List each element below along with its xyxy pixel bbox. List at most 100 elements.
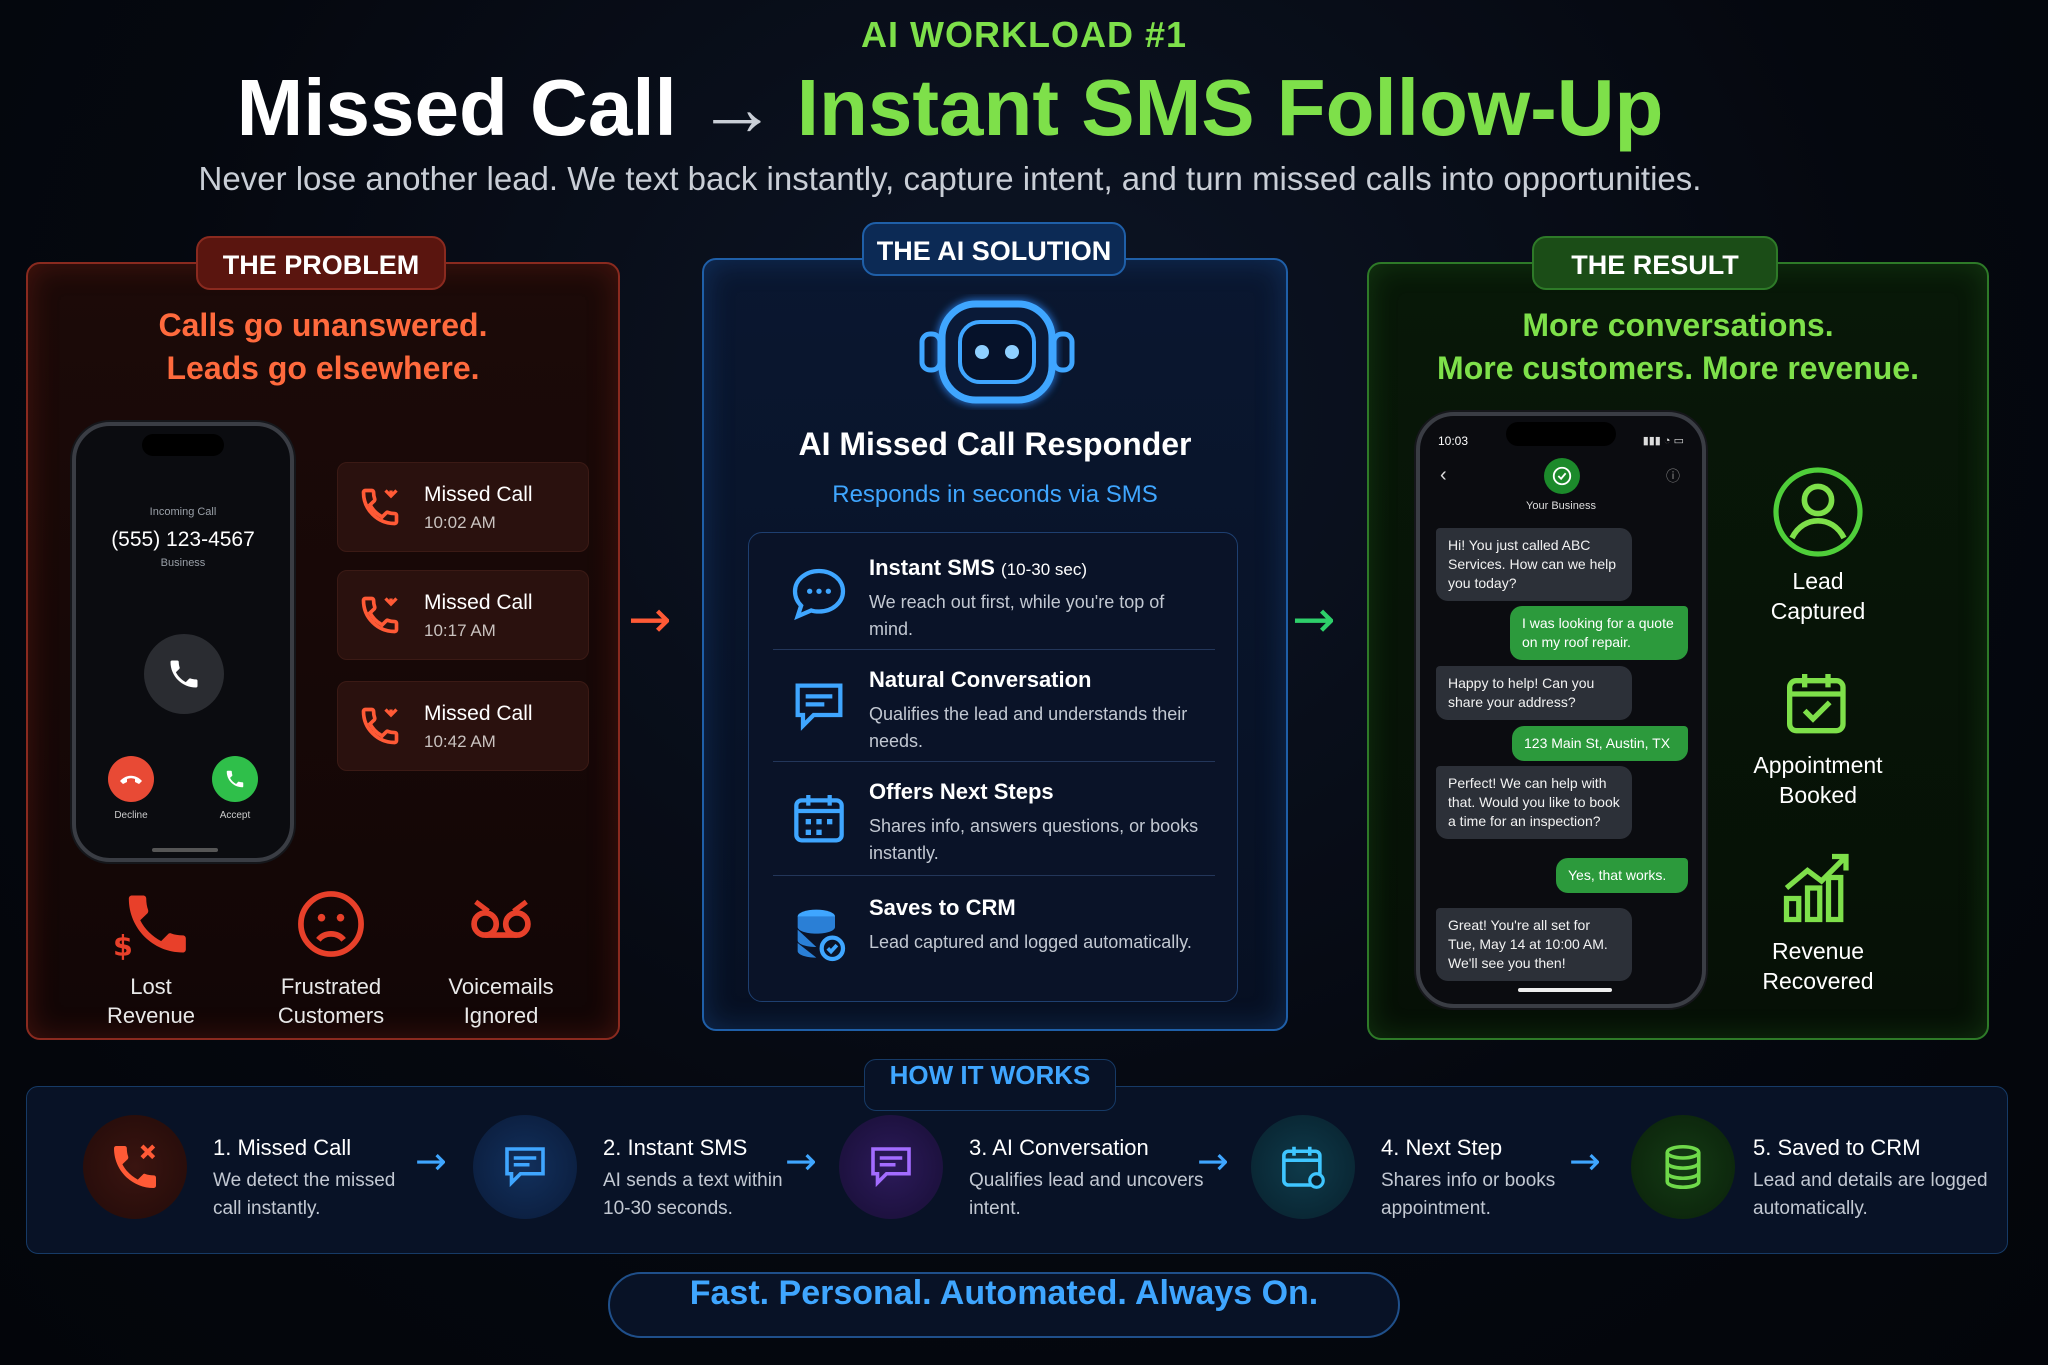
icon-label-2: Booked [1778, 782, 1857, 808]
arrow-right-icon: → [1197, 1139, 1229, 1183]
database-icon [1631, 1115, 1735, 1219]
step-title: 3. AI Conversation [969, 1135, 1149, 1160]
home-indicator [152, 848, 218, 852]
incoming-call-label: Incoming Call [149, 506, 217, 518]
sms-conversation-phone: 10:03 ▮▮▮ ◔ ▭ ‹ ⓘ Your Business Hi! You … [1416, 412, 1706, 1008]
missed-call-title: Missed Call [424, 483, 533, 506]
missed-call-card: Missed Call 10:17 AM [337, 570, 589, 660]
message-icon [795, 683, 843, 731]
solution-item-desc: Shares info, answers questions, or books… [869, 816, 1199, 863]
step-title: 1. Missed Call [213, 1135, 352, 1160]
icon-label-2: Customers [277, 1003, 385, 1028]
arrow-right-icon: → [1569, 1139, 1601, 1183]
result-pill: THE RESULT [1532, 236, 1778, 290]
problem-headline-1: Calls go unanswered. [158, 307, 488, 343]
missed-call-time: 10:02 AM [424, 513, 496, 532]
message-bubble-out: 123 Main St, Austin, TX [1512, 726, 1688, 761]
step-desc: Qualifies lead and uncovers intent. [969, 1170, 1204, 1219]
missed-call-card: Missed Call 10:02 AM [337, 462, 589, 552]
icon-label-2: Recovered [1762, 968, 1874, 994]
accept-label: Accept [219, 810, 251, 821]
message-bubble-in: Perfect! We can help with that. Would yo… [1436, 766, 1632, 839]
incoming-call-phone: Incoming Call (555) 123-4567 Business De… [72, 422, 294, 862]
solution-item-desc: Qualifies the lead and understands their… [869, 704, 1188, 751]
missed-call-title: Missed Call [424, 702, 533, 725]
solution-item-desc: Lead captured and logged automatically. [869, 932, 1192, 952]
missed-call-icon [361, 707, 399, 745]
title-arrow: → [696, 63, 777, 152]
decline-label: Decline [114, 810, 148, 821]
message-bubble-in: Great! You're all set for Tue, May 14 at… [1436, 908, 1632, 981]
solution-title: AI Missed Call Responder [798, 426, 1192, 462]
arrow-right-icon: → [628, 590, 672, 650]
missed-call-time: 10:17 AM [424, 621, 496, 640]
divider [773, 761, 1215, 762]
missed-call-icon [361, 596, 399, 634]
solution-subtitle: Responds in seconds via SMS [832, 481, 1158, 508]
status-time: 10:03 [1438, 434, 1469, 448]
chat-bubble-icon [792, 568, 846, 621]
title-left: Missed Call [236, 63, 677, 152]
how-it-works-bar: 1. Missed Call We detect the missed call… [26, 1086, 2008, 1254]
accept-button[interactable] [212, 756, 258, 802]
phone-notch [1506, 422, 1616, 446]
solution-pill: THE AI SOLUTION [862, 222, 1126, 276]
missed-call-title: Missed Call [424, 591, 533, 614]
page-title: Missed Call→Instant SMS Follow-Up [0, 62, 1900, 154]
step-desc: We detect the missed call instantly. [213, 1170, 396, 1219]
solution-item-title: Natural Conversation [869, 667, 1092, 692]
result-headline: More conversations. More customers. More… [1380, 304, 1976, 390]
message-bubble-in: Hi! You just called ABC Services. How ca… [1436, 528, 1632, 601]
user-icon [1773, 467, 1863, 557]
arrow-right-icon: → [415, 1139, 447, 1183]
signal-battery-icon: ▮▮▮ ◔ ▭ [1642, 435, 1684, 447]
calendar-icon [794, 795, 844, 843]
divider [773, 875, 1215, 876]
growth-chart-icon [1783, 853, 1849, 923]
problem-headline: Calls go unanswered. Leads go elsewhere. [40, 304, 606, 390]
step-title: 2. Instant SMS [603, 1135, 748, 1160]
decline-button[interactable] [108, 756, 154, 802]
robot-icon [919, 299, 1075, 405]
message-bubble-out: Yes, that works. [1556, 858, 1688, 893]
message-bubble-out: I was looking for a quote on my roof rep… [1510, 606, 1688, 660]
solution-item-desc: We reach out first, while you're top of … [869, 592, 1165, 639]
home-indicator [1518, 988, 1612, 992]
missed-call-time: 10:42 AM [424, 732, 496, 751]
problem-voicemails: Voicemails Ignored [420, 886, 582, 1030]
svg-text:$: $ [113, 930, 133, 962]
result-lead-captured: Lead Captured [1720, 464, 1916, 626]
result-revenue-recovered: Revenue Recovered [1720, 846, 1916, 996]
icon-label-1: Voicemails [448, 974, 554, 999]
tagline-banner: Fast. Personal. Automated. Always On. [608, 1272, 1400, 1338]
solution-item-title: Saves to CRM [869, 895, 1016, 920]
calendar-icon [1251, 1115, 1355, 1219]
caller-number: (555) 123-4567 [111, 528, 255, 551]
chat-icon [839, 1115, 943, 1219]
step-title: 4. Next Step [1381, 1135, 1503, 1160]
divider [773, 649, 1215, 650]
icon-label-2: Revenue [106, 1003, 196, 1028]
step-desc: Lead and details are logged automaticall… [1753, 1170, 1988, 1219]
arrow-right-icon: → [785, 1139, 817, 1183]
result-appointment-booked: Appointment Booked [1720, 664, 1916, 810]
icon-label-1: Lost [130, 974, 172, 999]
icon-label-2: Ignored [463, 1003, 539, 1028]
icon-label-1: Frustrated [280, 974, 382, 999]
step-desc: AI sends a text within 10-30 seconds. [603, 1170, 783, 1219]
solution-feature-list: Instant SMS (10-30 sec) We reach out fir… [748, 532, 1238, 1002]
problem-headline-2: Leads go elsewhere. [166, 350, 480, 386]
result-headline-1: More conversations. [1522, 307, 1834, 343]
title-right: Instant SMS Follow-Up [796, 63, 1664, 152]
icon-label-1: Appointment [1753, 752, 1883, 778]
message-icon [473, 1115, 577, 1219]
caller-business: Business [160, 557, 206, 569]
back-chevron-icon[interactable]: ‹ [1440, 464, 1447, 486]
icon-label-2: Captured [1770, 598, 1866, 624]
result-headline-2: More customers. More revenue. [1437, 350, 1919, 386]
info-icon[interactable]: ⓘ [1666, 468, 1680, 484]
how-it-works-pill: HOW IT WORKS [864, 1059, 1116, 1111]
database-icon [797, 909, 846, 962]
arrow-right-icon: → [1292, 590, 1336, 650]
business-logo-icon [1552, 466, 1572, 486]
